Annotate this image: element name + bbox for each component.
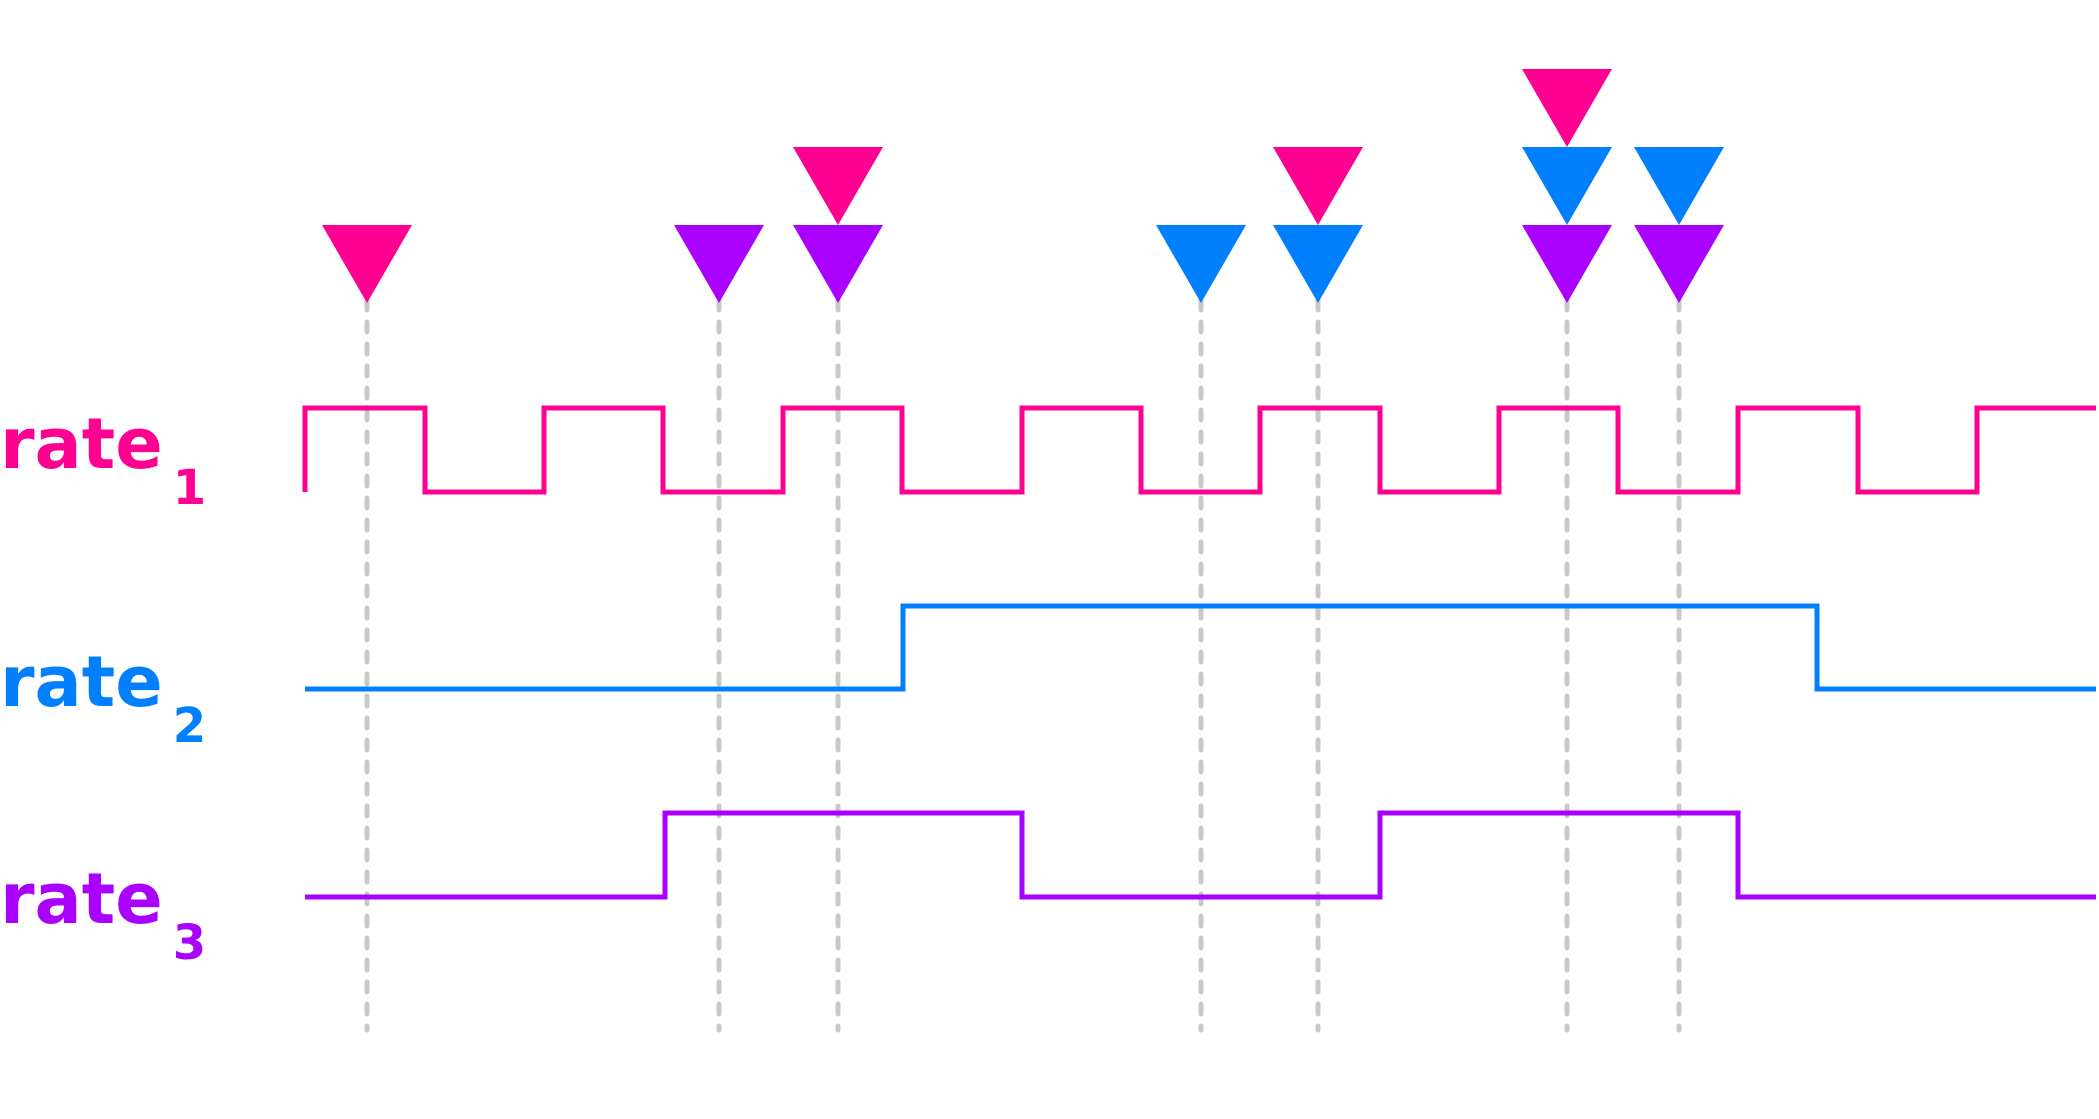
signal-labels: rate1 rate2 rate3 bbox=[0, 403, 206, 971]
waveform-rate3 bbox=[305, 810, 2096, 900]
label-rate2-name: rate bbox=[0, 641, 163, 723]
label-rate2-subscript: 2 bbox=[173, 698, 206, 754]
event-marker-rate1 bbox=[1522, 69, 1612, 147]
event-marker-rate2 bbox=[1156, 225, 1246, 303]
event-marker-rate2 bbox=[1273, 225, 1363, 303]
waveform-rate1 bbox=[302, 405, 2096, 495]
label-rate1-subscript: 1 bbox=[173, 460, 206, 516]
label-rate1-name: rate bbox=[0, 403, 163, 485]
waveforms bbox=[302, 405, 2096, 900]
label-rate3-subscript: 3 bbox=[173, 915, 206, 971]
event-marker-rate3 bbox=[674, 225, 764, 303]
event-marker-rate2 bbox=[1522, 147, 1612, 225]
label-rate2: rate2 bbox=[0, 641, 206, 754]
event-guide-lines bbox=[364, 297, 1682, 1033]
event-marker-rate1 bbox=[1273, 147, 1363, 225]
waveform-rate2 bbox=[305, 603, 2096, 692]
event-marker-rate2 bbox=[1634, 147, 1724, 225]
event-marker-rate3 bbox=[793, 225, 883, 303]
label-rate3-name: rate bbox=[0, 858, 163, 940]
event-marker-rate3 bbox=[1634, 225, 1724, 303]
label-rate1: rate1 bbox=[0, 403, 206, 516]
event-markers bbox=[322, 69, 1724, 303]
label-rate3: rate3 bbox=[0, 858, 206, 971]
event-marker-rate1 bbox=[793, 147, 883, 225]
event-marker-rate1 bbox=[322, 225, 412, 303]
event-marker-rate3 bbox=[1522, 225, 1612, 303]
